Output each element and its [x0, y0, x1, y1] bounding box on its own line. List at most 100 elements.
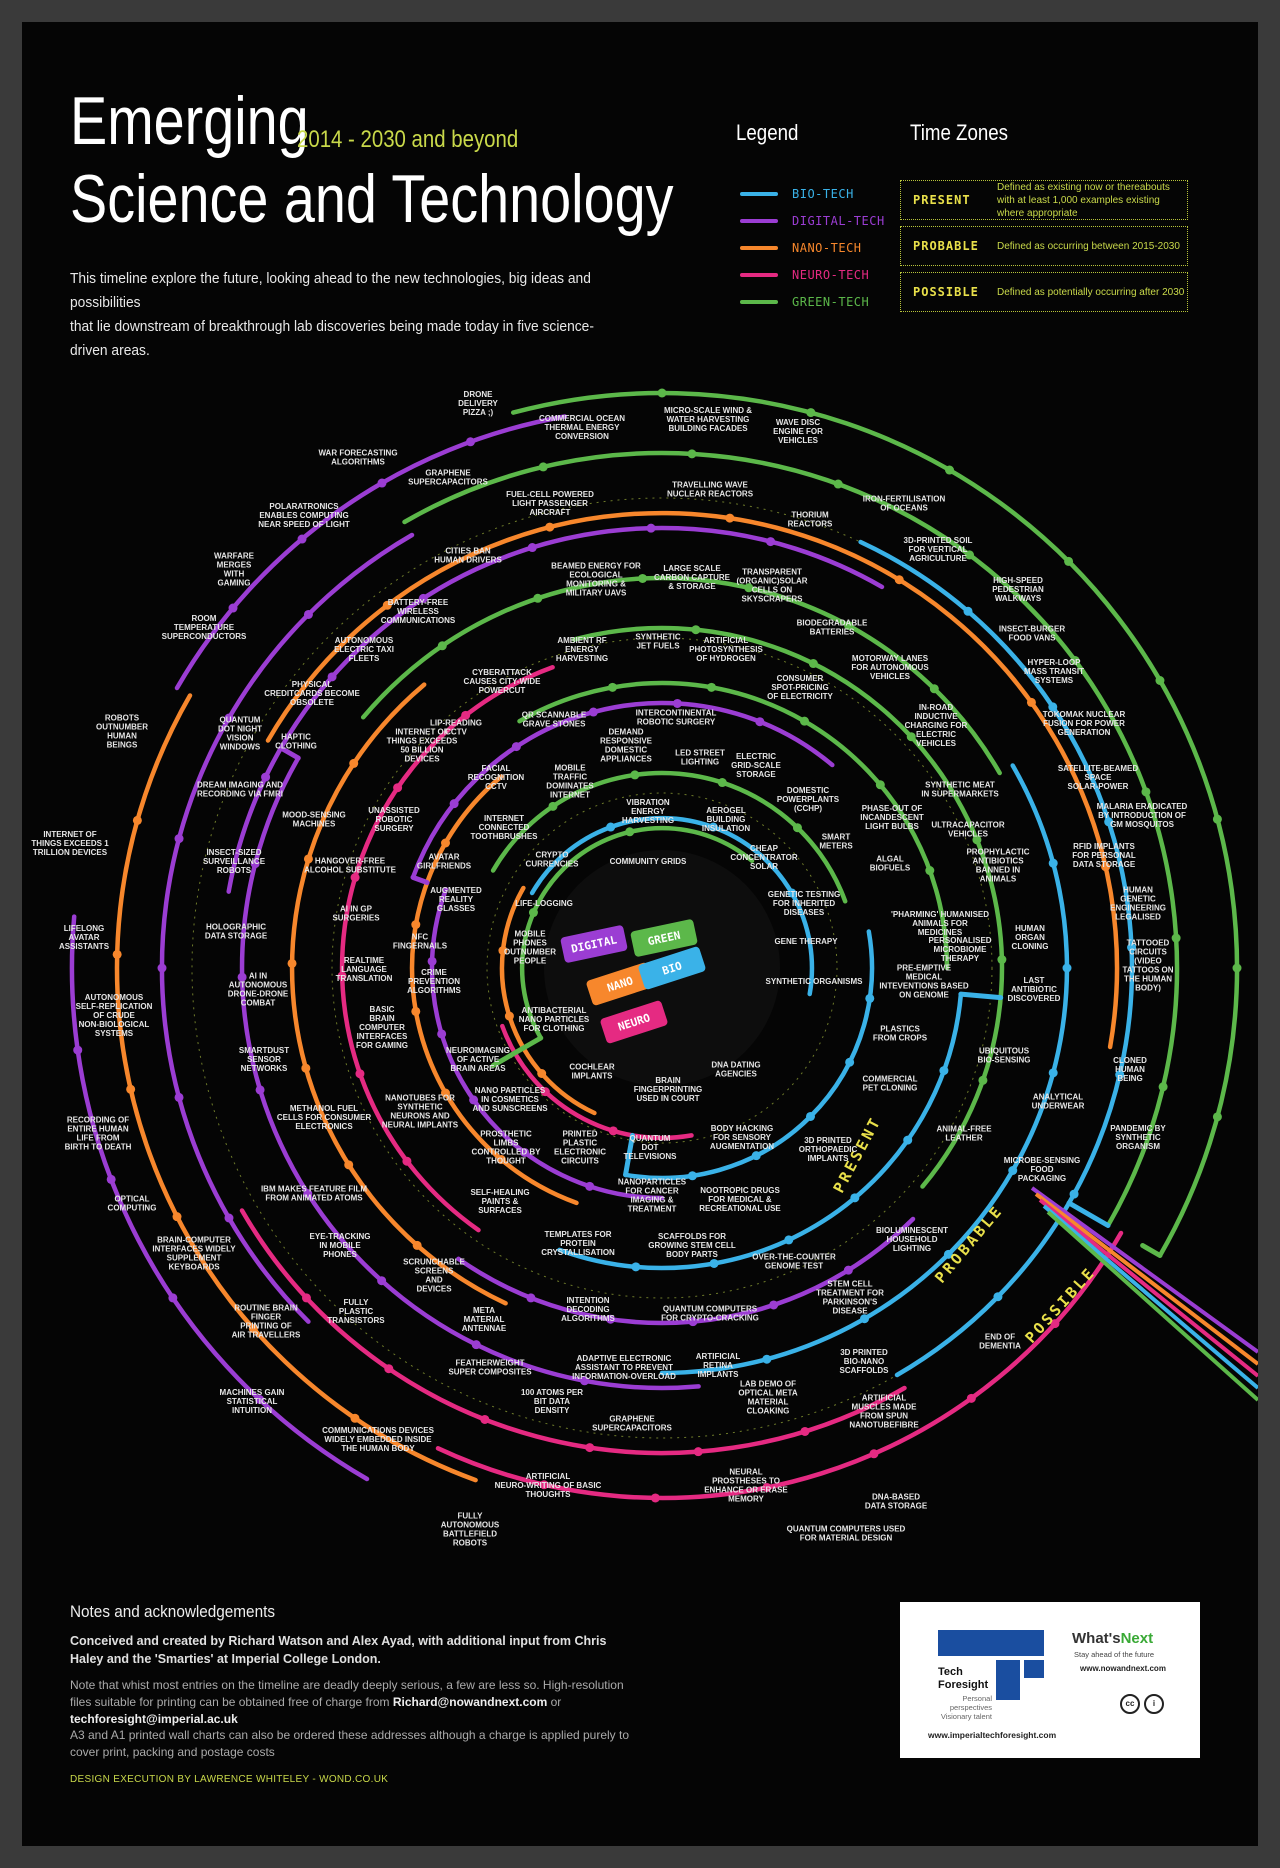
- milestone-label-line: ADAPTIVE ELECTRONIC: [577, 1354, 672, 1363]
- milestone-dot: [638, 573, 648, 583]
- track-connector: [410, 874, 430, 885]
- milestone-label-line: CHEAP: [750, 844, 779, 853]
- milestone-label-line: TRILLION DEVICES: [33, 848, 108, 857]
- milestone-label-line: IN SUPERMARKETS: [921, 790, 999, 799]
- milestone-label-line: RETINA: [703, 1361, 733, 1370]
- milestone-dot: [461, 710, 471, 720]
- milestone-dot: [580, 1376, 590, 1386]
- date-range-subtitle: 2014 - 2030 and beyond: [297, 126, 519, 153]
- milestone-label-line: ANTIBACTERIAL: [522, 1006, 587, 1015]
- milestone-dot: [869, 1449, 879, 1459]
- milestone-label-line: PEDESTRIAN: [992, 585, 1044, 594]
- milestone-label-line: HARVESTING: [622, 816, 674, 825]
- milestone-label-line: FROM ANIMATED ATOMS: [265, 1194, 363, 1203]
- email-link-imperial[interactable]: techforesight@imperial.ac.uk: [70, 1712, 238, 1726]
- legend-label: BIO-TECH: [792, 187, 854, 201]
- milestone-label-line: THINGS EXCEEDS: [387, 737, 458, 746]
- milestone-label-line: REACTORS: [788, 520, 833, 529]
- milestone-label-line: QUANTUM: [220, 716, 261, 725]
- milestone-label-line: FUSION FOR POWER: [1043, 719, 1125, 728]
- milestone-dot: [708, 822, 718, 832]
- milestone-label-line: FOR CRYPTO-CRACKING: [661, 1314, 759, 1323]
- milestone-label-line: DOMESTIC: [605, 746, 647, 755]
- milestone-label-line: ECOLOGICAL: [569, 571, 622, 580]
- milestone-dot: [1155, 676, 1165, 685]
- milestone-label-line: ANIMALS: [980, 875, 1017, 884]
- milestone-label-line: SUPERCONDUCTORS: [162, 632, 247, 641]
- milestone-dot: [106, 1174, 116, 1184]
- milestone-label-line: ROBOTS: [105, 714, 140, 723]
- milestone-dot: [174, 834, 184, 844]
- milestone-dot: [657, 388, 667, 398]
- track-arc: [265, 510, 1120, 1050]
- milestone-label-line: FROM CROPS: [873, 1034, 928, 1043]
- milestone-dot: [287, 958, 297, 968]
- milestone-label-line: LARGE SCALE: [663, 564, 721, 573]
- milestone-dot: [966, 1393, 976, 1403]
- milestone-label-line: DREAM IMAGING AND: [197, 781, 283, 790]
- milestone-label-line: OUTNUMBER: [96, 723, 148, 732]
- milestone-label-line: NUCLEAR REACTORS: [667, 490, 754, 499]
- milestone-label-line: FINGERNAILS: [393, 942, 448, 951]
- milestone-label-line: SYNTHETIC ORGANISMS: [766, 977, 864, 986]
- milestone-label-line: TREATMENT FOR: [816, 1289, 884, 1298]
- milestone-label-line: CITIES BAN: [445, 547, 491, 556]
- milestone-label-line: INTERNET: [550, 791, 590, 800]
- milestone-dot: [469, 1095, 479, 1105]
- milestone-label-line: OF ACTIVE: [457, 1055, 500, 1064]
- legend-swatch: [740, 300, 778, 304]
- milestone-label-line: FOR VERTICAL: [908, 545, 967, 554]
- milestone-label-line: BANNED IN: [976, 866, 1021, 875]
- milestone-label-line: RECOGNITION: [468, 773, 525, 782]
- milestone-label-line: NFC: [412, 933, 429, 942]
- legend-item-neuro-tech: NEURO-TECH: [740, 265, 869, 285]
- hub-tag-label: BIO: [661, 959, 684, 978]
- milestone-label-line: LIMBS: [494, 1139, 520, 1148]
- milestone-dot: [833, 479, 843, 489]
- milestone-label-line: PET CLONING: [863, 1084, 918, 1093]
- milestone-label-line: ARTIFICIAL: [696, 1352, 741, 1361]
- milestone-label-line: AND SUNSCREENS: [472, 1104, 548, 1113]
- milestone-dot: [224, 1213, 234, 1223]
- milestone-label-line: HUMAN: [1115, 1065, 1145, 1074]
- zone-label-probable: PROBABLE: [931, 1201, 1007, 1286]
- milestone-label-line: DATA STORAGE: [865, 1502, 928, 1511]
- milestone-dot: [687, 449, 697, 459]
- milestone-label-line: INFORMATION-OVERLOAD: [572, 1372, 676, 1381]
- milestone-label-line: PHASE-OUT OF: [862, 804, 923, 813]
- milestone-dot: [248, 1324, 258, 1334]
- milestone-dot: [845, 1057, 855, 1067]
- legend-swatch: [740, 273, 778, 277]
- milestone-dot: [511, 742, 521, 752]
- milestone-label-line: OF CRUDE: [93, 1011, 135, 1020]
- milestone-label-line: QR SCANNABLE: [522, 711, 587, 720]
- email-link-richard[interactable]: Richard@nowandnext.com: [392, 1695, 548, 1709]
- tech-foresight-url[interactable]: www.imperialtechforesight.com: [928, 1730, 1057, 1740]
- milestone-label-line: GRAVE STONES: [523, 720, 586, 729]
- milestone-label-line: SYNTHETIC: [635, 633, 681, 642]
- milestone-label-line: SCAFFOLDS: [840, 1366, 890, 1375]
- milestone-label-line: IMAGING &: [630, 1196, 673, 1205]
- milestone-label-line: RESPONSIVE: [600, 737, 653, 746]
- milestone-label-line: AVATAR: [429, 853, 460, 862]
- milestone-label-line: MUSCLES MADE: [852, 1403, 918, 1412]
- milestone-label-line: FOR MATERIAL DESIGN: [800, 1534, 893, 1543]
- milestone-dot: [725, 513, 735, 523]
- whats-next-url[interactable]: www.nowandnext.com: [1080, 1664, 1166, 1673]
- track-connector: [958, 991, 1004, 1001]
